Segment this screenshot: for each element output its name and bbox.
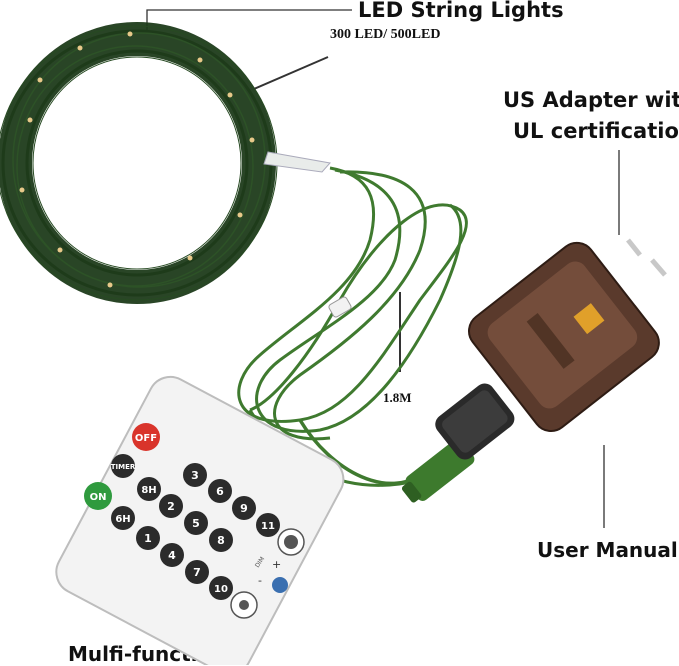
- remote-button-6[interactable]: 6: [208, 479, 232, 503]
- subtitle-label: 300 LED/ 500LED: [330, 27, 441, 42]
- remote-brightness-down-button[interactable]: [230, 591, 258, 619]
- title-label: LED String Lights: [358, 0, 564, 22]
- svg-text:8: 8: [217, 534, 225, 547]
- sun-large-icon: [284, 535, 298, 549]
- svg-text:2: 2: [167, 500, 175, 513]
- svg-text:6: 6: [216, 485, 224, 498]
- remote-button-2[interactable]: 2: [159, 494, 183, 518]
- remote-button-4[interactable]: 4: [160, 543, 184, 567]
- adapter-label-line1: US Adapter with: [503, 88, 679, 112]
- remote-button-11[interactable]: 11: [256, 513, 280, 537]
- svg-text:ON: ON: [90, 492, 107, 503]
- remote-button-9[interactable]: 9: [232, 496, 256, 520]
- subtitle-callout-line: [253, 56, 329, 90]
- sun-small-icon: [239, 600, 249, 610]
- dim-plus-symbol: +: [272, 558, 281, 571]
- cable-length-label: 1.8M: [383, 390, 412, 405]
- svg-text:8H: 8H: [141, 485, 156, 496]
- user-manual-label: User Manual: [537, 538, 678, 562]
- svg-text:7: 7: [193, 566, 201, 579]
- svg-text:10: 10: [214, 584, 228, 595]
- power-adapter: [435, 238, 667, 460]
- adapter-label-line2: UL certification: [513, 119, 679, 143]
- svg-text:1: 1: [144, 532, 152, 545]
- remote-button-3[interactable]: 3: [183, 463, 207, 487]
- dim-minus-symbol: -: [258, 574, 262, 587]
- brand-logo: [272, 577, 288, 593]
- remote-timer-button[interactable]: TIMER: [111, 454, 136, 478]
- svg-text:11: 11: [261, 521, 275, 532]
- remote-button-10[interactable]: 10: [209, 576, 233, 600]
- remote-off-button[interactable]: OFF: [132, 423, 160, 451]
- svg-text:9: 9: [240, 502, 248, 515]
- svg-text:TIMER: TIMER: [111, 463, 136, 471]
- svg-text:3: 3: [191, 469, 199, 482]
- remote-6h-button[interactable]: 6H: [111, 506, 135, 530]
- remote-8h-button[interactable]: 8H: [137, 477, 161, 501]
- svg-text:5: 5: [192, 517, 200, 530]
- remote-button-7[interactable]: 7: [185, 560, 209, 584]
- cable-joint: [263, 151, 331, 173]
- svg-text:6H: 6H: [115, 514, 130, 525]
- svg-text:4: 4: [168, 549, 176, 562]
- remote-on-button[interactable]: ON: [84, 482, 112, 510]
- remote-brightness-up-button[interactable]: [277, 528, 305, 556]
- svg-text:OFF: OFF: [135, 433, 157, 444]
- remote-button-1[interactable]: 1: [136, 526, 160, 550]
- led-wire-coil: [0, 22, 278, 304]
- remote-button-5[interactable]: 5: [184, 511, 208, 535]
- remote-button-8[interactable]: 8: [209, 528, 233, 552]
- remote-buttons: OFF ON TIMER 6H 8H 1 2 3: [84, 423, 305, 619]
- cable-tie: [328, 296, 352, 318]
